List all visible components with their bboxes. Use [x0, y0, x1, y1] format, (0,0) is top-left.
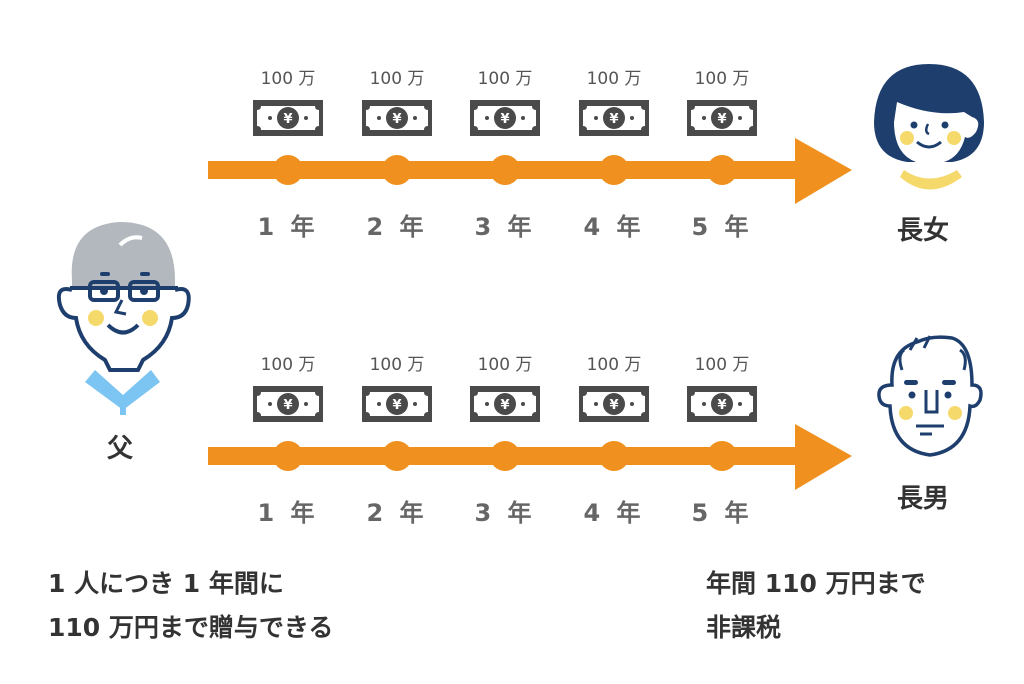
yen-banknote-icon: ¥: [687, 100, 757, 136]
son-avatar: [877, 335, 983, 457]
right-note: 年間 110 万円まで 非課税: [706, 562, 926, 650]
svg-text:¥: ¥: [717, 398, 726, 413]
arrow-daughter: [208, 138, 852, 204]
daughter-avatar: [874, 64, 984, 190]
yen-banknote-icon: ¥: [253, 386, 323, 422]
year-label: 4 年: [583, 499, 645, 527]
svg-text:¥: ¥: [609, 112, 618, 127]
timeline-dot: [707, 155, 737, 185]
gift-amount: 100 万: [369, 355, 425, 375]
arrow-head: [795, 138, 852, 204]
timeline-dot: [490, 441, 520, 471]
timeline-dot: [273, 155, 303, 185]
yen-banknote-icon: ¥: [687, 386, 757, 422]
year-label: 3 年: [474, 213, 536, 241]
gift-amount: 100 万: [694, 69, 750, 89]
daughter-label: 長女: [897, 216, 950, 246]
gift-amount: 100 万: [586, 69, 642, 89]
svg-text:¥: ¥: [392, 398, 401, 413]
timeline-dot: [382, 441, 412, 471]
yen-banknote-icon: ¥: [253, 100, 323, 136]
year-label: 4 年: [583, 213, 645, 241]
year-label: 5 年: [691, 499, 753, 527]
yen-banknote-icon: ¥: [470, 100, 540, 136]
gift-amount: 100 万: [694, 355, 750, 375]
right-note-line-1: 年間 110 万円まで: [706, 569, 926, 598]
gift-amount: 100 万: [586, 355, 642, 375]
gift-amount: 100 万: [477, 355, 533, 375]
year-label: 2 年: [366, 213, 428, 241]
svg-text:¥: ¥: [392, 112, 401, 127]
svg-text:¥: ¥: [283, 112, 292, 127]
right-note-line-2: 非課税: [706, 613, 782, 642]
timeline-dot: [382, 155, 412, 185]
yen-banknote-icon: ¥: [362, 386, 432, 422]
year-label: 1 年: [257, 213, 319, 241]
left-note: 1 人につき 1 年間に 110 万円まで贈与できる: [48, 562, 333, 650]
gift-amount: 100 万: [477, 69, 533, 89]
svg-text:¥: ¥: [609, 398, 618, 413]
son-label: 長男: [897, 484, 950, 514]
year-label: 2 年: [366, 499, 428, 527]
yen-banknote-icon: ¥: [579, 386, 649, 422]
arrow-son: [208, 424, 852, 490]
svg-text:¥: ¥: [500, 112, 509, 127]
yen-banknote-icon: ¥: [579, 100, 649, 136]
arrow-head: [795, 424, 852, 490]
svg-text:¥: ¥: [717, 112, 726, 127]
svg-text:¥: ¥: [500, 398, 509, 413]
year-label: 1 年: [257, 499, 319, 527]
yen-banknote-icon: ¥: [362, 100, 432, 136]
timeline-dot: [599, 441, 629, 471]
svg-text:¥: ¥: [283, 398, 292, 413]
timeline-dot: [707, 441, 737, 471]
year-label: 5 年: [691, 213, 753, 241]
gift-amount: 100 万: [260, 355, 316, 375]
father-avatar: [56, 222, 191, 415]
gift-amount: 100 万: [260, 69, 316, 89]
left-note-line-1: 1 人につき 1 年間に: [48, 569, 284, 598]
timeline-dot: [490, 155, 520, 185]
gift-amount: 100 万: [369, 69, 425, 89]
left-note-line-2: 110 万円まで贈与できる: [48, 613, 334, 642]
timeline-dot: [273, 441, 303, 471]
father-label: 父: [107, 434, 134, 464]
yen-banknote-icon: ¥: [470, 386, 540, 422]
timeline-dot: [599, 155, 629, 185]
year-label: 3 年: [474, 499, 536, 527]
